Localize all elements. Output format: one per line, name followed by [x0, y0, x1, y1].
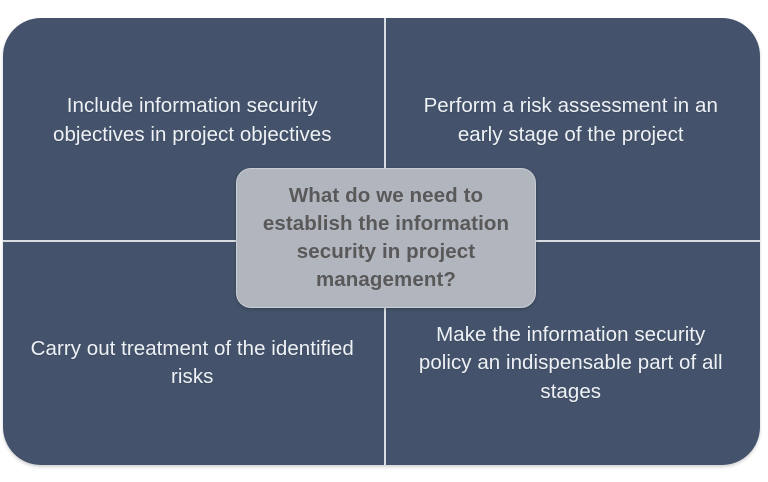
quadrant-top-left-label: Include information security objectives …: [53, 94, 332, 146]
center-question-box[interactable]: What do we need to establish the informa…: [236, 168, 536, 308]
quadrant-grid: Include information security objectives …: [3, 18, 760, 465]
quadrant-bottom-left[interactable]: Carry out treatment of the identified ri…: [3, 242, 382, 466]
quadrant-top-right[interactable]: Perform a risk assessment in an early st…: [382, 18, 761, 242]
quadrant-bottom-right-label: Make the information security policy an …: [418, 322, 723, 403]
quadrant-top-left[interactable]: Include information security objectives …: [3, 18, 382, 242]
diagram-panel: Include information security objectives …: [3, 18, 760, 465]
quadrant-bottom-left-label: Carry out treatment of the identified ri…: [30, 336, 354, 389]
quadrant-top-right-label: Perform a risk assessment in an early st…: [423, 94, 718, 146]
quadrant-bottom-right[interactable]: Make the information security policy an …: [382, 242, 761, 466]
center-question-text: What do we need to establish the informa…: [262, 184, 510, 291]
